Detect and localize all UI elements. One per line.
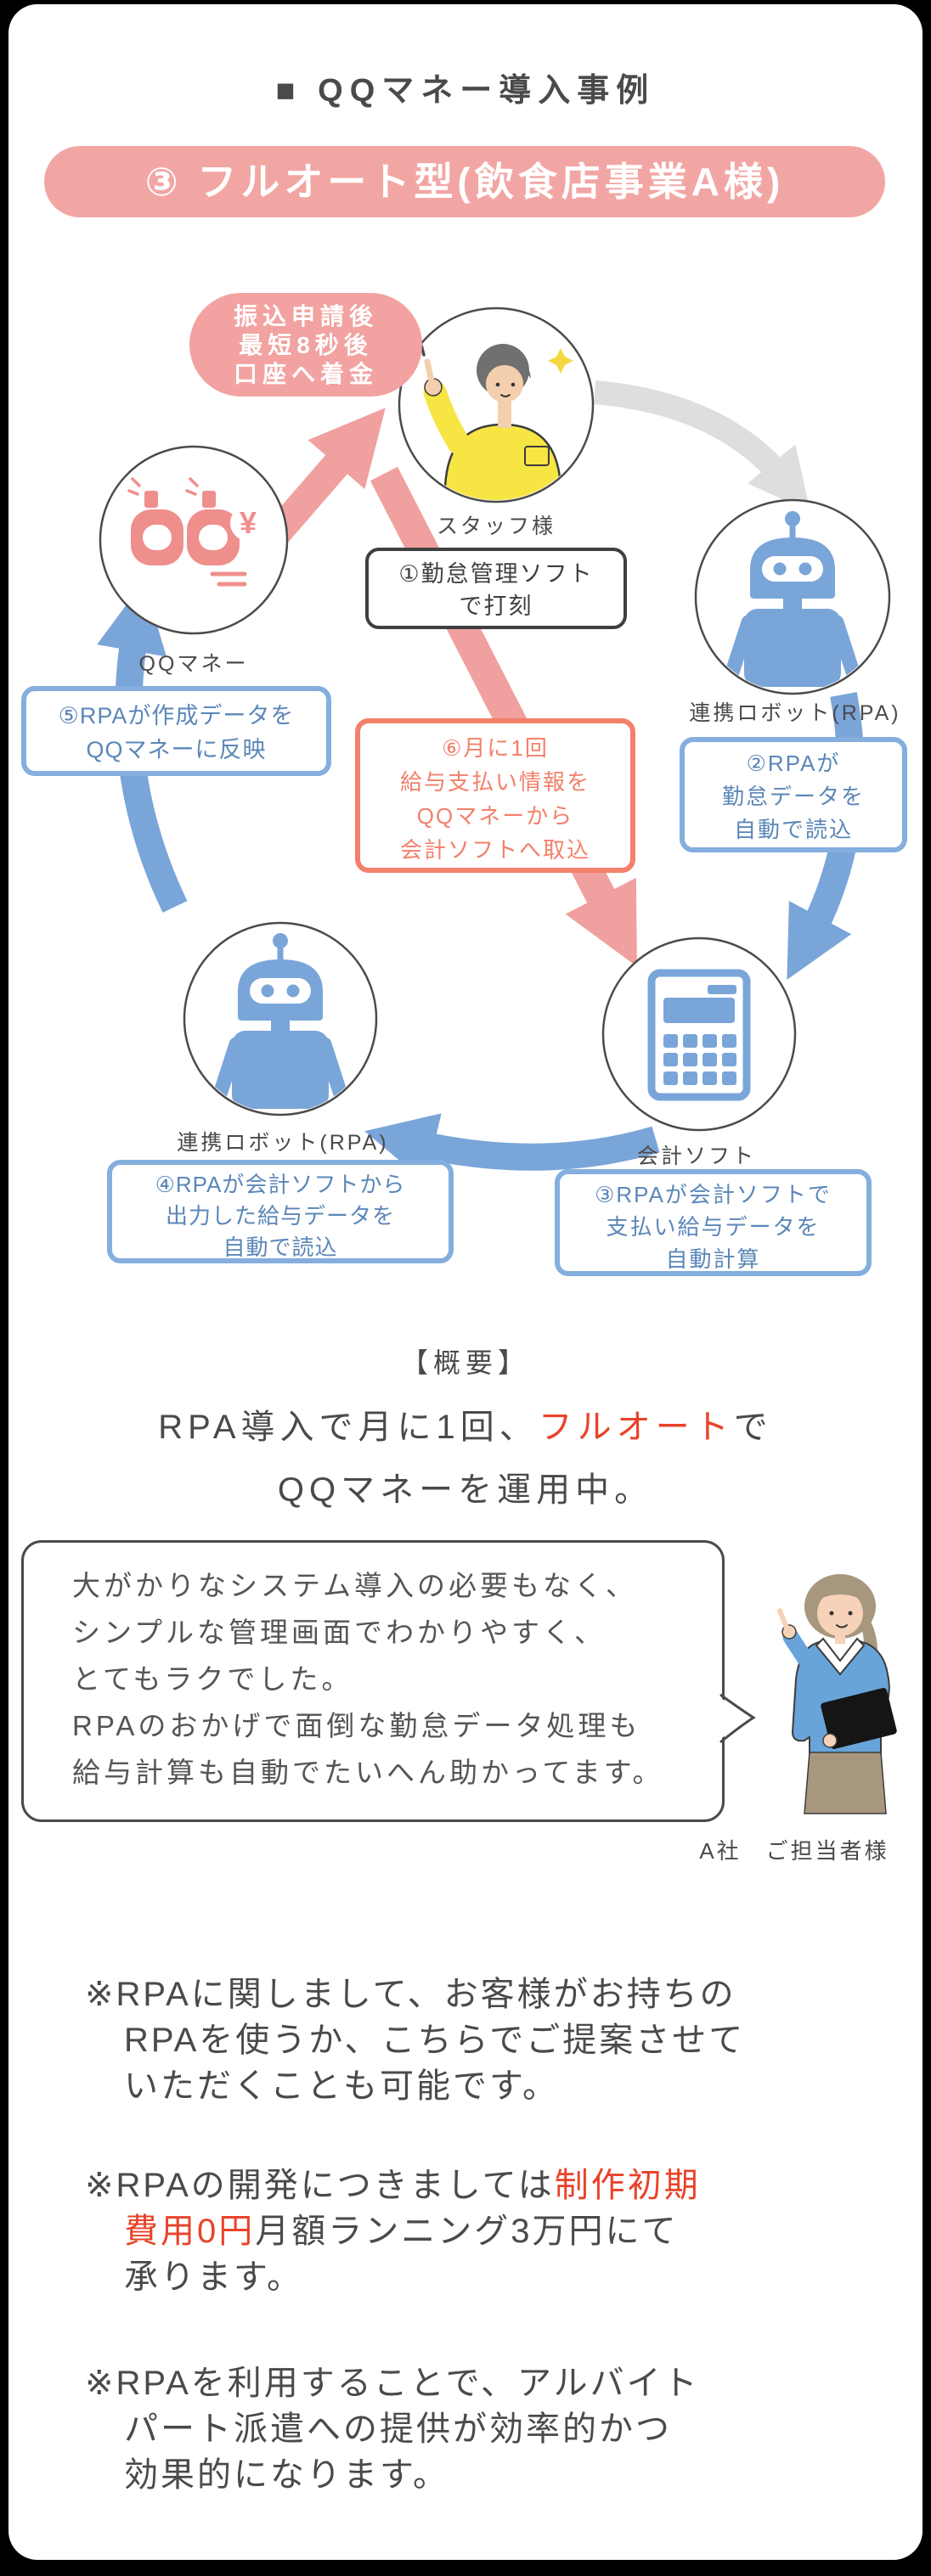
- calculator-icon: [647, 969, 751, 1101]
- accounting-node-label: 会計ソフト: [636, 1145, 756, 1168]
- step6-box: ⑥月に1回 給与支払い情報を QQマネーから 会計ソフトへ取込: [355, 718, 635, 873]
- step5-box: ⑤RPAが作成データを QQマネーに反映: [21, 686, 331, 776]
- zero-yen-highlight: 費用0円: [124, 2213, 256, 2250]
- robot-right-node-label: 連携ロボット(RPA): [689, 701, 901, 725]
- staff-person-icon: [401, 340, 573, 500]
- overview-heading: 【概要】: [400, 1347, 530, 1378]
- fullauto-highlight: フルオート: [538, 1409, 734, 1446]
- note-rpa-ownership: ※RPAに関しまして、お客様がお持ちの RPAを使うか、こちらでご提案させて い…: [85, 1976, 746, 2105]
- testimonial-text: 大がかりなシステム導入の必要もなく、 シンプルな管理画面でわかりやすく、 とても…: [72, 1570, 664, 1788]
- flow-diagram: ¥: [97, 307, 891, 1183]
- staff-node-label: スタッフ様: [436, 515, 556, 538]
- qq-money-logo-icon: ¥: [127, 477, 266, 587]
- testimonial-bubble: [21, 1540, 725, 1822]
- robot-left-node-label: 連携ロボット(RPA): [177, 1131, 389, 1155]
- step2-box: ②RPAが 勤怠データを 自動で読込: [680, 737, 907, 852]
- arrow-accounting-to-robot: [364, 1113, 660, 1183]
- businesswoman-icon: [777, 1574, 897, 1814]
- overview-line-1: RPA導入で月に1回、フルオートで: [158, 1409, 773, 1446]
- payment-speed-bubble: 振込申請後 最短8秒後 口座へ着金: [189, 293, 422, 397]
- overview-line-2: QQマネーを運用中。: [277, 1471, 654, 1509]
- initial-cost-highlight: 制作初期: [554, 2167, 701, 2204]
- step1-box: ①勤怠管理ソフト で打刻: [365, 548, 627, 629]
- note-rpa-benefit: ※RPAを利用することで、アルバイト パート派遣への提供が効率的かつ 効果的にな…: [85, 2365, 700, 2494]
- qq-money-node-label: QQマネー: [138, 652, 249, 676]
- category-pill: ③ フルオート型(飲食店事業A様): [44, 146, 885, 217]
- testimonial-attribution: A社 ご担当者様: [699, 1838, 889, 1864]
- step4-box: ④RPAが会計ソフトから 出力した給与データを 自動で読込: [107, 1160, 454, 1263]
- page-title: ■ QQマネー導入事例: [275, 73, 656, 109]
- arrow-staff-to-robot: [593, 380, 811, 512]
- note-rpa-pricing: ※RPAの開発につきましては制作初期 費用0円月額ランニング3万円にて 承ります…: [85, 2167, 701, 2296]
- step3-box: ③RPAが会計ソフトで 支払い給与データを 自動計算: [555, 1169, 872, 1276]
- yen-symbol: ¥: [240, 505, 257, 540]
- speech-bubble-tail: [718, 1693, 756, 1744]
